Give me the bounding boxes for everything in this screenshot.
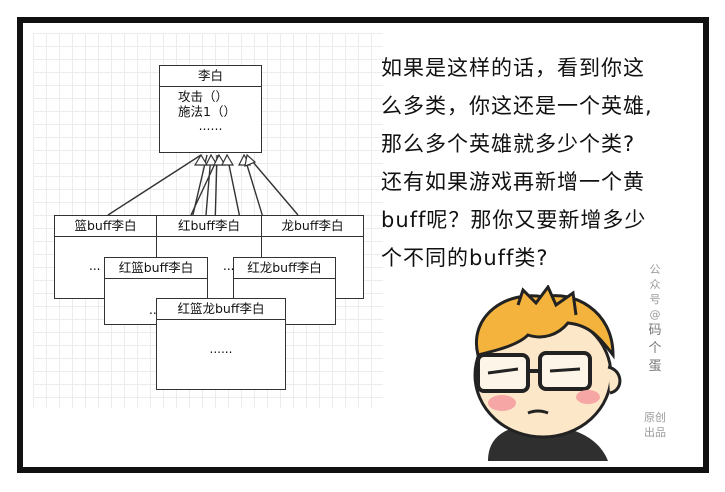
method-attack: 攻击（）: [178, 89, 229, 104]
wm-char: 公: [649, 263, 661, 276]
comic-panel: 李白 攻击（） 施法1（） ...... 篮buff李白 红buff李白 龙bu…: [17, 17, 709, 473]
row-ellipsis-left: ...: [89, 259, 101, 273]
class-libai: 李白 攻击（） 施法1（） ......: [159, 65, 262, 153]
arrow-lan: [107, 154, 202, 216]
arrow-long: [246, 154, 299, 216]
wm-char: 蛋: [648, 359, 662, 374]
class-name: 篮buff李白: [55, 216, 156, 237]
wm-char: @: [649, 308, 661, 321]
caption-line: buff呢？那你又要新增多少: [381, 208, 647, 232]
caption-line: 那么多个英雄就多少个类?: [381, 132, 636, 156]
class-ellipsis: ......: [198, 118, 223, 133]
class-name: 红buff李白: [157, 216, 261, 237]
wm-char: 号: [649, 293, 661, 306]
class-name: 红龙buff李白: [234, 258, 335, 279]
caption-line: 个不同的buff类?: [381, 246, 549, 270]
wm-char: 众: [649, 278, 661, 291]
wm-char: 码: [648, 323, 662, 338]
watermark: 公 众 号 @ 码 个 蛋 原创 出品: [638, 262, 672, 440]
caption-line: 么多类，你这还是一个英雄,: [381, 94, 653, 118]
row-ellipsis-right: ...: [223, 259, 235, 273]
class-ellipsis: ......: [209, 342, 233, 356]
caption-text: 如果是这样的话，看到你这 么多类，你这还是一个英雄, 那么多个英雄就多少个类? …: [381, 49, 691, 277]
wm-logo-space: [638, 376, 672, 410]
class-name: 红篮龙buff李白: [157, 299, 285, 320]
wm-char: 个: [648, 341, 662, 356]
wm-produced: 出品: [644, 426, 666, 439]
class-name: 李白: [160, 66, 261, 87]
row-ellipsis-mid: ...: [149, 303, 161, 317]
class-name: 红篮buff李白: [105, 258, 207, 279]
caption-line: 还有如果游戏再新增一个黄: [381, 170, 645, 194]
glasses-boy-illustration: [473, 285, 622, 461]
method-cast: 施法1（）: [178, 104, 236, 119]
class-name: 龙buff李白: [262, 216, 363, 237]
wm-original: 原创: [644, 411, 666, 424]
class-honglanlong-buff: 红篮龙buff李白 ......: [156, 298, 286, 390]
caption-line: 如果是这样的话，看到你这: [381, 56, 645, 80]
